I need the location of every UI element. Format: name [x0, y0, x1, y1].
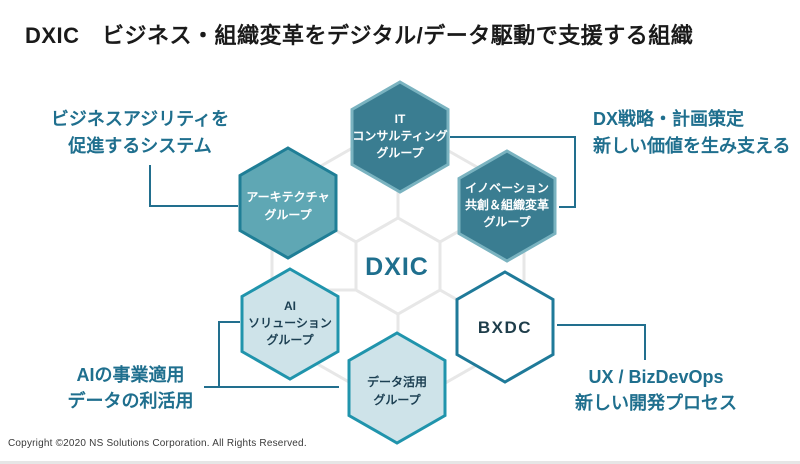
annotation-bottom-left-line1: AIの事業適用 [76, 365, 185, 385]
data-utilization-label-line2: グループ [373, 392, 421, 407]
ai-solution-label-line2: ソリューション [248, 316, 332, 330]
connector-top-left [149, 165, 238, 207]
innovation-label-line1: イノベーション [465, 181, 549, 195]
annotation-bottom-right-line2: 新しい開発プロセス [575, 393, 737, 413]
ai-solution-label-line1: AI [284, 299, 296, 313]
hexagon-ai-solution [240, 267, 340, 381]
annotation-bottom-left: AIの事業適用 データの利活用 [38, 362, 223, 414]
innovation-label-line3: グループ [483, 214, 531, 229]
connector-top-right [450, 136, 576, 208]
connector-bottom-left [218, 321, 240, 387]
annotation-bottom-right-line1: UX / BizDevOps [588, 367, 724, 387]
bxdc-label: BXDC [478, 318, 532, 337]
innovation-label-line2: 共創＆組織変革 [465, 197, 549, 212]
it-consulting-label-line3: グループ [376, 145, 424, 160]
hexagon-bxdc [455, 270, 555, 384]
annotation-top-left-line2: 促進するシステム [68, 136, 212, 156]
hexagon-it-consulting [350, 80, 450, 194]
honeycomb-cell-center [354, 216, 442, 316]
bottom-edge-divider [0, 461, 800, 464]
it-consulting-label-line2: コンサルティング [352, 128, 447, 143]
connector-bottom-right [557, 324, 646, 360]
annotation-bottom-left-line2: データの利活用 [67, 391, 194, 411]
annotation-top-left: ビジネスアジリティを 促進するシステム [40, 106, 240, 160]
annotation-top-right: DX戦略・計画策定 新しい価値を生み支える [593, 106, 800, 160]
data-utilization-label-line1: データ活用 [367, 374, 427, 389]
annotation-bottom-right: UX / BizDevOps 新しい開発プロセス [566, 364, 746, 416]
it-consulting-label-line1: IT [395, 112, 406, 126]
annotation-top-left-line1: ビジネスアジリティを [50, 109, 230, 129]
ai-solution-label-line3: グループ [266, 332, 314, 347]
center-dxic-label: DXIC [365, 253, 429, 281]
annotation-top-right-line2: 新しい価値を生み支える [593, 136, 791, 156]
group-hexagons: IT コンサルティング グループ イノベーション 共創＆組織変革 グループ アー… [238, 80, 557, 445]
architecture-label-line1: アーキテクチャ [246, 190, 329, 204]
hexagon-data-utilization [347, 331, 447, 445]
hexagon-innovation [457, 149, 557, 263]
hexagon-architecture [238, 146, 338, 260]
copyright-text: Copyright ©2020 NS Solutions Corporation… [8, 438, 307, 449]
page-title: DXIC ビジネス・組織変革をデジタル/データ駆動で支援する組織 [25, 23, 694, 48]
connectors [149, 136, 646, 388]
architecture-label-line2: グループ [264, 207, 312, 222]
annotation-top-right-line1: DX戦略・計画策定 [593, 109, 745, 129]
